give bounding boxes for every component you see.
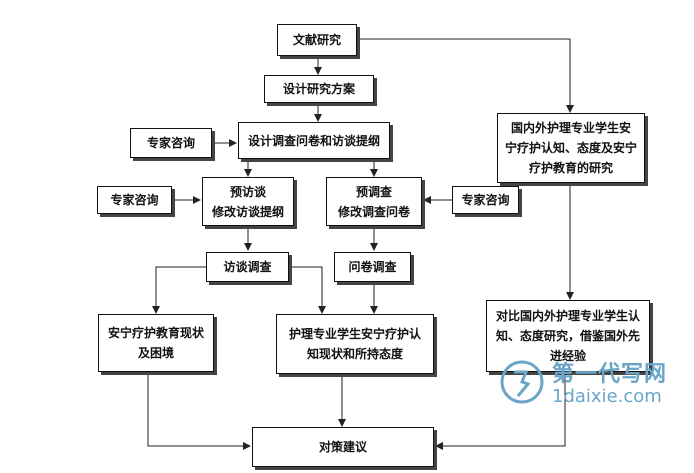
- node-expert-1: 专家咨询: [130, 128, 212, 158]
- node-countermeasure: 对策建议: [252, 427, 434, 467]
- node-domestic-foreign: 国内外护理专业学生安 宁疗护认知、态度及安宁 疗护教育的研究: [497, 113, 645, 183]
- node-design-questionnaire: 设计调查问卷和访谈提纲: [238, 122, 390, 159]
- node-literature: 文献研究: [277, 24, 357, 56]
- node-design: 设计研究方案: [264, 75, 374, 103]
- node-expert-3: 专家咨询: [452, 186, 519, 214]
- node-compare: 对比国内外护理专业学生认 知、态度研究，借鉴国外先 进经验: [486, 300, 650, 372]
- arrow-compare-to-countermeasure: [435, 372, 566, 450]
- watermark-logo-icon: [500, 360, 544, 404]
- node-pre-interview: 预访谈 修改访谈提纲: [202, 177, 294, 226]
- node-interview: 访谈调查: [206, 252, 289, 282]
- watermark-text: 第一代写网: [552, 362, 668, 387]
- node-cognition: 护理专业学生安宁疗护认 知现状和所持态度: [276, 314, 434, 374]
- arrow-status-to-countermeasure: [147, 372, 251, 450]
- watermark-url: 1daixie.com: [552, 386, 662, 407]
- node-expert-2: 专家咨询: [97, 186, 172, 214]
- watermark: 第一代写网 1daixie.com: [492, 356, 682, 416]
- node-survey: 问卷调查: [334, 252, 411, 282]
- arrow-literature-to-domestic: [357, 38, 574, 113]
- arrow-interview-to-cognition: [289, 266, 326, 314]
- node-pre-survey: 预调查 修改调查问卷: [326, 177, 422, 226]
- arrow-interview-to-status: [152, 266, 206, 314]
- node-status-dilemma: 安宁疗护教育现状 及困境: [98, 314, 214, 372]
